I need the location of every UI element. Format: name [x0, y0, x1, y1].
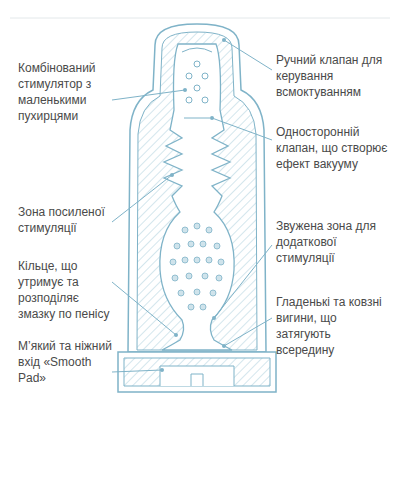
bubble: [202, 97, 208, 103]
nub: [200, 304, 206, 310]
pad-notch: [191, 374, 203, 386]
callout-label: Кільце, що утримує та розподіляє змазку …: [18, 258, 114, 322]
nub: [194, 223, 200, 229]
leader-line: [214, 245, 272, 318]
leader-dot: [222, 344, 226, 348]
leader-dot: [210, 116, 214, 120]
nub: [170, 259, 176, 265]
callout-label: Ручний клапан для керування всмоктування…: [276, 52, 392, 100]
leader-line: [212, 118, 272, 140]
nub: [210, 290, 216, 296]
top-rule: [10, 18, 390, 19]
nub: [188, 304, 194, 310]
nub: [206, 257, 212, 263]
cup-shell: [128, 24, 266, 352]
leader-lines: [112, 40, 272, 372]
callout-label: Гладенькі та ковзні вигини, що затягують…: [276, 294, 392, 358]
nub: [186, 273, 192, 279]
nub: [216, 275, 222, 281]
leader-dot: [160, 368, 164, 372]
valve-line: [184, 118, 210, 119]
nub: [218, 259, 224, 265]
nub: [178, 290, 184, 296]
bubble: [186, 97, 192, 103]
leader-dot: [183, 88, 187, 92]
callout-label: М’який та ніжний вхід «Smooth Pad»: [18, 338, 114, 386]
nub-group: [170, 223, 224, 310]
bubble: [194, 61, 200, 67]
nub: [182, 227, 188, 233]
leader-dot: [170, 173, 174, 177]
callout-label: Звужена зона для додаткової стимуляції: [276, 218, 392, 266]
bubble: [202, 73, 208, 79]
leader-line: [112, 370, 162, 372]
nub: [172, 275, 178, 281]
callout-label: Зона посиленої стимуляції: [18, 204, 114, 236]
leader-dot: [212, 316, 216, 320]
leader-dot: [222, 38, 226, 42]
nub: [174, 243, 180, 249]
callout-label: Комбінований стимулятор з маленькими пух…: [18, 60, 114, 124]
leader-line: [112, 175, 172, 222]
nub: [206, 227, 212, 233]
nub: [194, 289, 200, 295]
base-cap: [118, 352, 276, 392]
leader-line: [112, 90, 185, 100]
bubble: [186, 73, 192, 79]
nub: [188, 241, 194, 247]
nub: [214, 243, 220, 249]
base-hatch: [124, 358, 270, 386]
bubble: [194, 85, 200, 91]
nub: [194, 257, 200, 263]
nub: [182, 257, 188, 263]
nub: [202, 273, 208, 279]
leader-dots: [160, 38, 226, 372]
bubble-group: [186, 61, 208, 103]
leader-line: [224, 40, 272, 70]
leader-line: [112, 282, 176, 335]
valve-arc: [182, 48, 212, 52]
leader-dot: [174, 333, 178, 337]
nub: [200, 241, 206, 247]
inner-cavity: [160, 44, 234, 350]
smooth-pad: [160, 366, 234, 386]
sleeve-hatch: [137, 32, 257, 350]
leader-line: [224, 318, 272, 346]
callout-label: Односторонній клапан, що створює ефект в…: [276, 124, 392, 172]
